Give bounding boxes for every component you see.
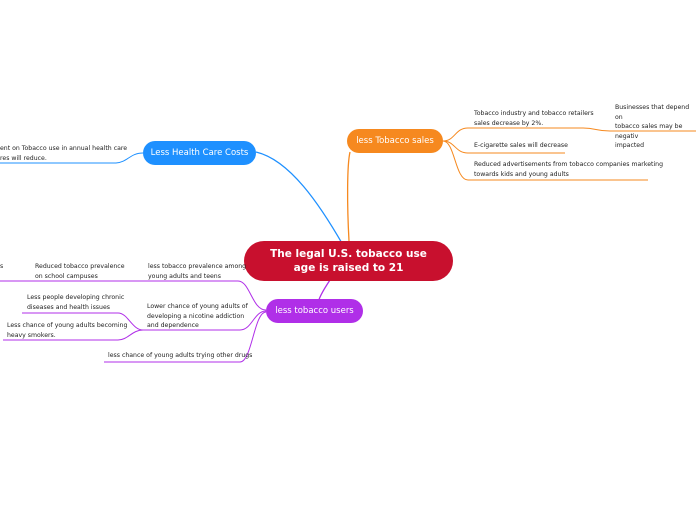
users-subtopic-chronic-diseases[interactable]: Less people developing chronic diseases … <box>27 294 125 311</box>
topic-less-health-care-costs[interactable]: Less Health Care Costs <box>143 141 256 165</box>
connector-sales-child-3 <box>442 140 565 154</box>
connector-users-child-5 <box>22 312 144 331</box>
sales-subtopic-ecigarette-sales[interactable]: E-cigarette sales will decrease <box>474 142 568 149</box>
users-subtopic-nicotine-addiction[interactable]: Lower chance of young adults of developi… <box>147 303 248 329</box>
connector-sales-child-1 <box>442 127 583 142</box>
connector-users-child-7 <box>104 311 267 363</box>
connector-sales-child-4 <box>442 140 648 181</box>
central-topic[interactable]: The legal U.S. tobacco use age is raised… <box>244 241 453 281</box>
sales-subtopic-sales-decrease[interactable]: Tobacco industry and tobacco retailers s… <box>474 110 594 127</box>
users-subtopic-cut-off[interactable]: s <box>0 263 4 270</box>
topic-less-tobacco-users[interactable]: less tobacco users <box>266 299 363 323</box>
users-subtopic-other-drugs[interactable]: less chance of young adults trying other… <box>108 352 253 359</box>
users-subtopic-school-campuses[interactable]: Reduced tobacco prevalence on school cam… <box>35 263 125 280</box>
connector-users-child-6 <box>3 329 144 341</box>
users-subtopic-heavy-smokers[interactable]: Less chance of young adults becoming hea… <box>7 322 128 339</box>
connector-sales-child-2 <box>582 127 696 132</box>
connector-users-child-1 <box>143 280 267 311</box>
health-subtopic-annual-costs[interactable]: ent on Tobacco use in annual health care… <box>0 145 128 162</box>
topic-less-tobacco-sales[interactable]: less Tobacco sales <box>347 129 443 153</box>
sales-subtopic-businesses-impacted[interactable]: Businesses that depend on tobacco sales … <box>615 104 690 149</box>
connector-central-health <box>255 151 344 246</box>
users-subtopic-prevalence-young-adults[interactable]: less tobacco prevalence among young adul… <box>148 263 247 280</box>
connector-health-child <box>0 152 144 164</box>
connector-central-sales <box>346 151 351 242</box>
connector-users-child-4 <box>143 310 267 331</box>
sales-subtopic-reduced-advertisements[interactable]: Reduced advertisements from tobacco comp… <box>474 161 664 178</box>
